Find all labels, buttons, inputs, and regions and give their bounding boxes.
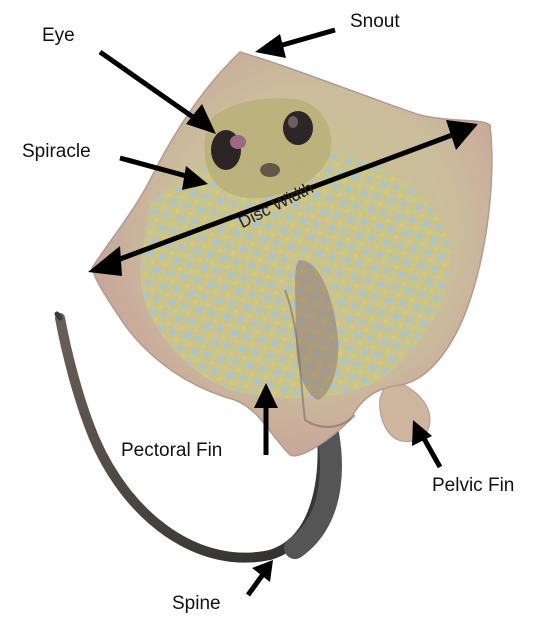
label-pectoral-fin: Pectoral Fin [121, 441, 222, 460]
label-pelvic-fin: Pelvic Fin [432, 476, 514, 495]
label-snout: Snout [350, 12, 400, 31]
label-spiracle: Spiracle [22, 142, 91, 161]
label-spine: Spine [172, 594, 221, 613]
eye-arrow [100, 52, 200, 122]
spine-arrow [248, 573, 264, 595]
eye-shape [283, 111, 313, 145]
label-eye: Eye [42, 26, 75, 45]
pelvic-arrow [422, 435, 440, 467]
